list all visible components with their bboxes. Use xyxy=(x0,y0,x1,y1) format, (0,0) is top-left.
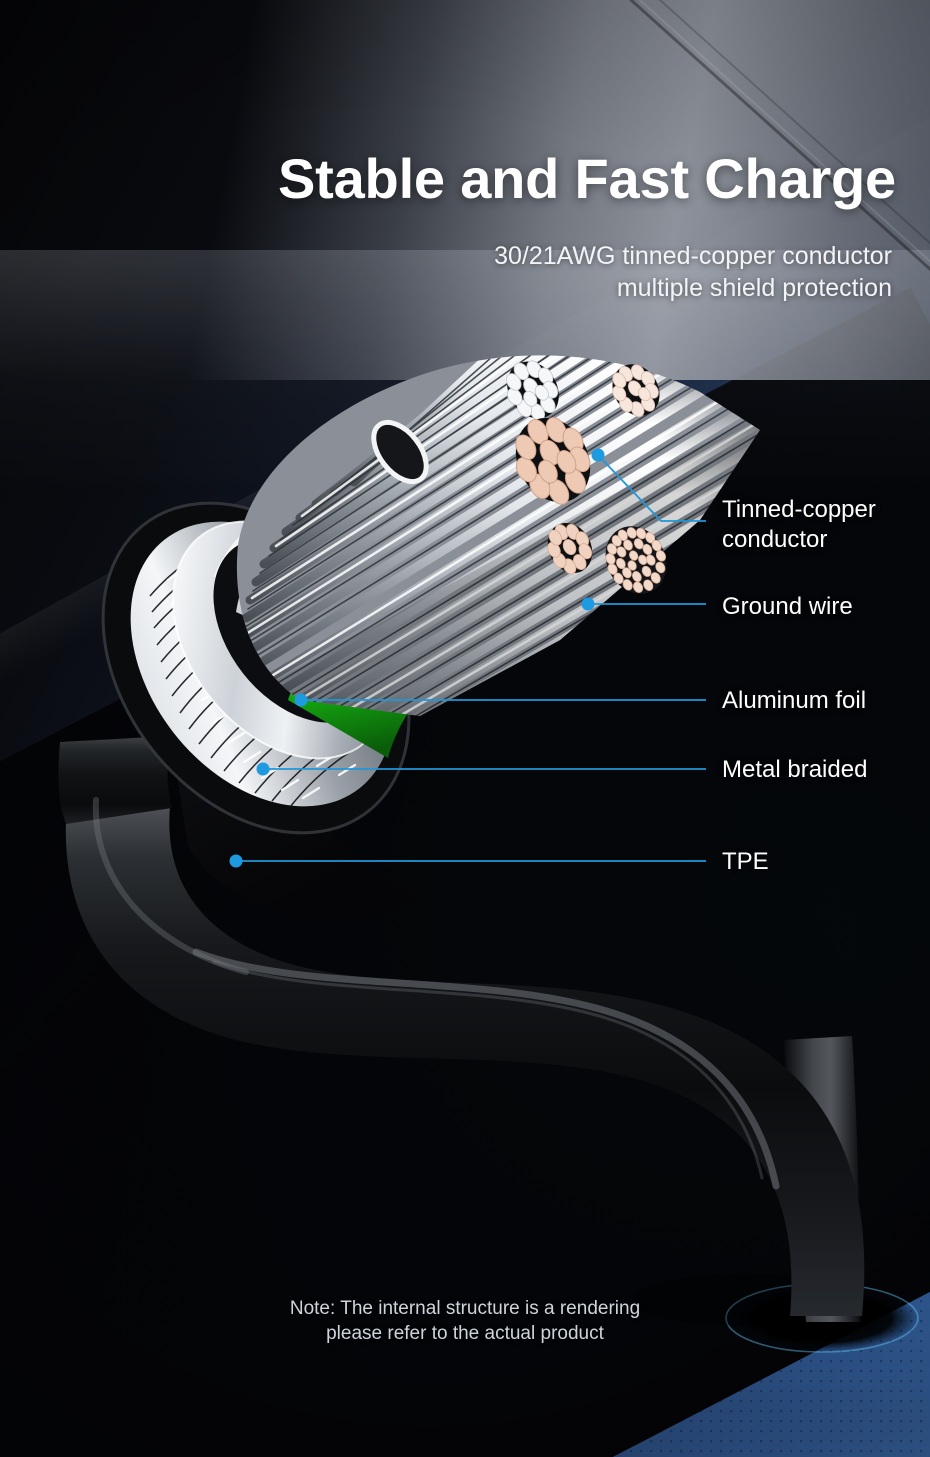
disclaimer-note: Note: The internal structure is a render… xyxy=(0,1296,930,1347)
cable-body-upper-bend xyxy=(58,736,172,824)
callout-label-tpe: TPE xyxy=(722,848,769,875)
ground-wire-strand-disc xyxy=(605,526,667,594)
cable-bend-highlight xyxy=(92,797,249,975)
conductor-sheath-cut-ends xyxy=(371,420,429,484)
copper-strand-disc-small xyxy=(547,523,593,575)
silver-strand-disc-2 xyxy=(612,364,660,418)
leader-dot-ground-wire xyxy=(581,597,595,611)
leader-line-tinned-copper-conductor xyxy=(597,454,706,522)
cable-body-lower-curve xyxy=(65,806,865,1316)
cable-specular-highlight-2 xyxy=(212,960,764,1180)
subheading: 30/21AWG tinned-copper conductor multipl… xyxy=(132,240,892,304)
leader-dot-metal-braided xyxy=(256,762,270,776)
copper-strand-disc-large xyxy=(515,417,591,505)
callout-label-aluminum-foil: Aluminum foil xyxy=(722,687,867,714)
callout-label-metal-braided: Metal braided xyxy=(722,756,868,783)
note-line-1: Note: The internal structure is a render… xyxy=(289,1298,641,1319)
silver-strand-disc-1 xyxy=(506,360,559,421)
callout-label-ground-wire: Ground wire xyxy=(722,593,853,620)
subheading-line-2: multiple shield protection xyxy=(616,274,892,302)
callout-label-tinned-copper-conductor: Tinned-copper conductor xyxy=(722,496,876,554)
leader-dot-tinned-copper-conductor xyxy=(591,448,605,462)
page-title: Stable and Fast Charge xyxy=(278,147,896,210)
leader-dot-tpe xyxy=(229,854,243,868)
note-line-2: please refer to the actual product xyxy=(326,1323,604,1345)
leader-dot-aluminum-foil xyxy=(294,693,308,707)
cable-specular-highlight xyxy=(192,948,780,1190)
subheading-line-1: 30/21AWG tinned-copper conductor xyxy=(494,242,892,270)
strand-cross-section-discs xyxy=(506,360,667,594)
